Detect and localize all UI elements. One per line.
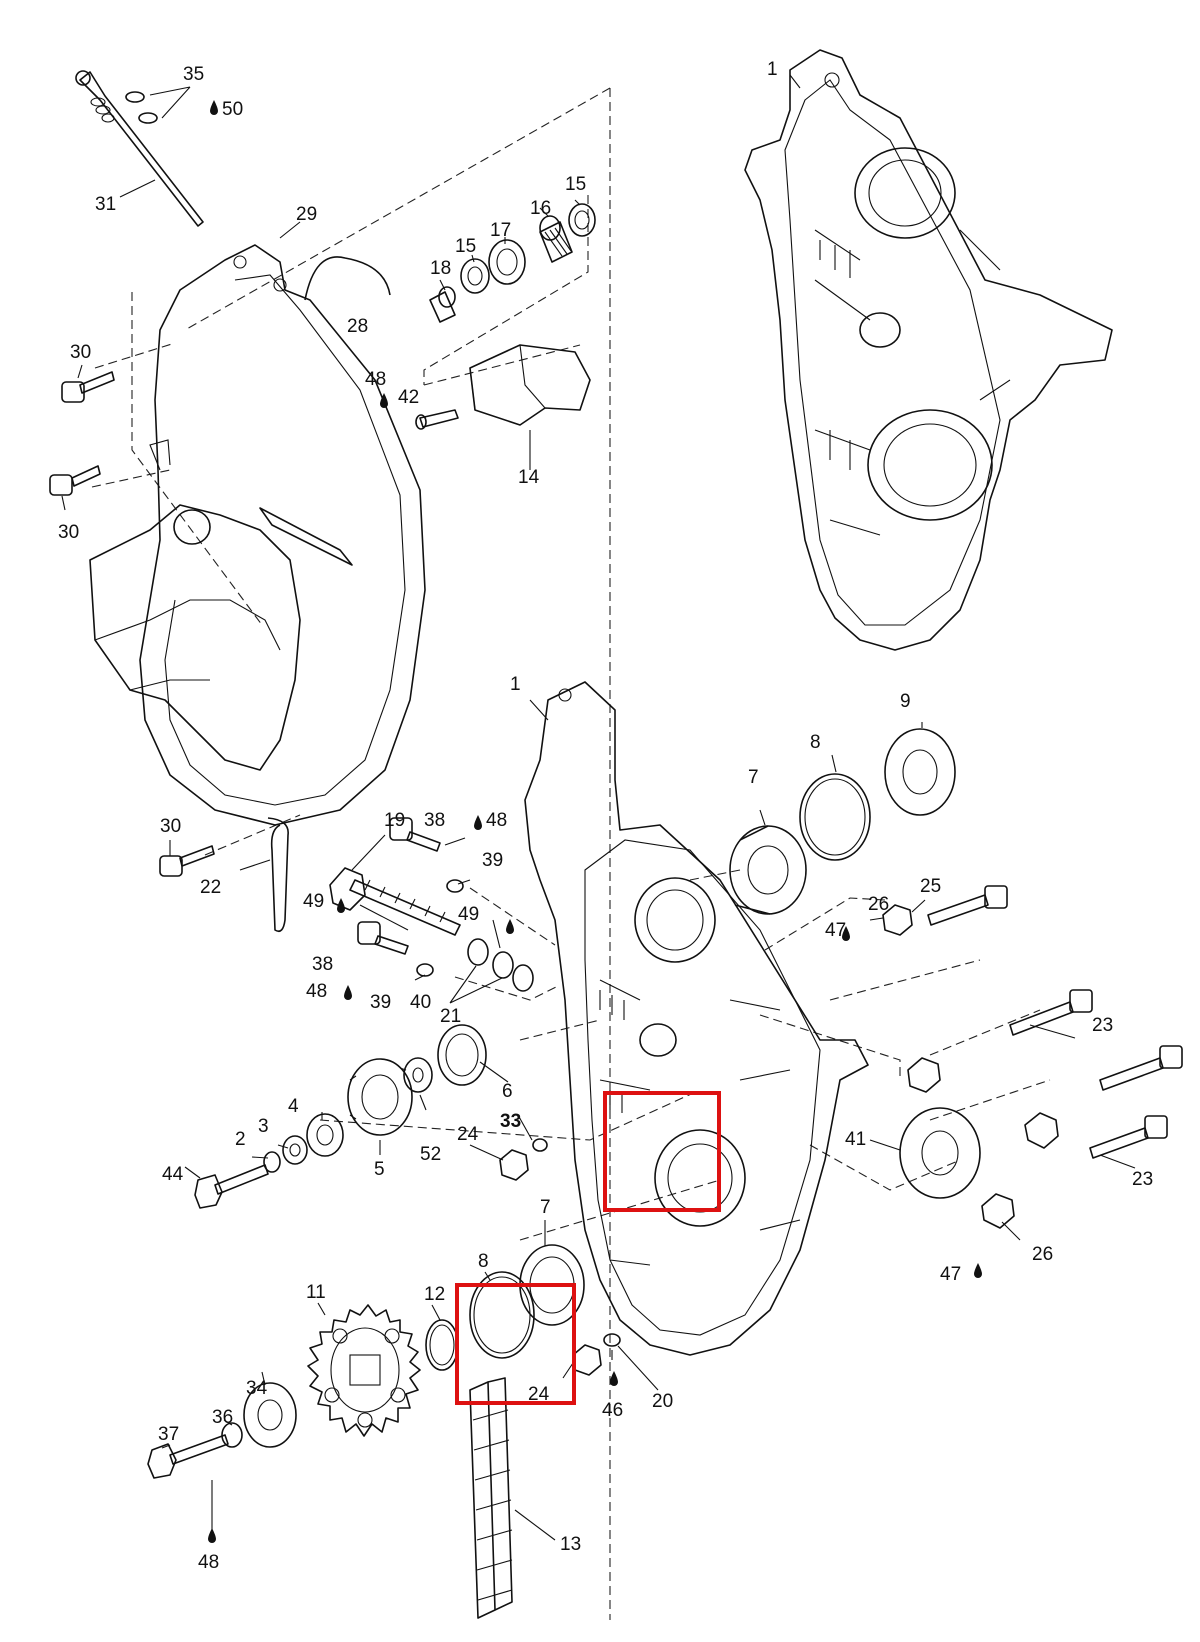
callout-19: 19: [384, 810, 405, 831]
sprocket-stack-upper: [194, 1024, 548, 1209]
callout-14: 14: [518, 467, 540, 488]
callout-30: 30: [160, 816, 181, 837]
oil-drop-icon: [474, 815, 482, 830]
callout-37: 37: [158, 1424, 179, 1445]
oil-drop-icon: [344, 985, 352, 1000]
callout-31: 31: [95, 194, 116, 215]
callout-26: 26: [1032, 1244, 1053, 1265]
callout-49: 49: [458, 904, 479, 925]
callout-44: 44: [162, 1164, 184, 1185]
callout-25: 25: [920, 876, 941, 897]
chaincase-housing-main: [524, 681, 869, 1356]
callout-47: 47: [825, 920, 846, 941]
callout-41: 41: [845, 1129, 866, 1150]
hairpin-clip: [267, 817, 289, 933]
callout-8: 8: [810, 732, 821, 753]
callout-38: 38: [312, 954, 333, 975]
callout-22: 22: [200, 877, 221, 898]
right-bearing-group: [729, 728, 956, 915]
oil-drop-icon: [210, 100, 218, 115]
callout-23: 23: [1092, 1015, 1113, 1036]
callout-5: 5: [374, 1159, 385, 1180]
tensioner-rod: [75, 70, 204, 227]
callout-7: 7: [748, 767, 759, 788]
callout-46: 46: [602, 1400, 623, 1421]
callout-15: 15: [455, 236, 476, 257]
tensioner-block: [415, 344, 591, 430]
callout-16: 16: [530, 198, 551, 219]
callout-35: 35: [183, 64, 204, 85]
callout-17: 17: [490, 220, 511, 241]
oil-drop-icon: [842, 926, 850, 941]
callout-2: 2: [235, 1129, 246, 1150]
callout-8: 8: [478, 1251, 489, 1272]
highlight-boxes: [455, 1091, 721, 1405]
drive-chain: [469, 1377, 513, 1619]
drive-sprocket: [307, 1304, 421, 1437]
callout-7: 7: [540, 1197, 551, 1218]
callout-24: 24: [528, 1384, 550, 1405]
callout-1: 1: [510, 674, 521, 695]
callout-49: 49: [303, 891, 324, 912]
callout-labels: 1 1 35 50 31 29 28 18 15 17 16 15 30 30 …: [58, 59, 1153, 1573]
callout-36: 36: [212, 1407, 233, 1428]
callout-50: 50: [222, 99, 243, 120]
callout-12: 12: [424, 1284, 445, 1305]
callout-21: 21: [440, 1006, 461, 1027]
callout-39: 39: [370, 992, 391, 1013]
highlight-box-upper: [603, 1091, 721, 1212]
right-bolts: [882, 885, 1183, 1229]
callout-34: 34: [246, 1378, 268, 1399]
top-bearings: [429, 203, 596, 323]
callout-48: 48: [306, 981, 327, 1002]
chaincase-housing-top: [744, 49, 1113, 651]
chaincase-cover: [89, 244, 426, 826]
callout-47: 47: [940, 1264, 961, 1285]
callout-48: 48: [486, 810, 507, 831]
oil-drop-icon: [974, 1263, 982, 1278]
oil-drop-icon: [610, 1371, 618, 1386]
highlight-box-lower: [455, 1283, 576, 1405]
cover-bolts: [49, 371, 215, 877]
callout-18: 18: [430, 258, 451, 279]
leader-lines: [61, 74, 1136, 1541]
callout-23: 23: [1132, 1169, 1153, 1190]
callout-15: 15: [565, 174, 586, 195]
oil-drop-icon: [380, 393, 388, 408]
callout-1: 1: [767, 59, 778, 80]
callout-9: 9: [900, 691, 911, 712]
oil-drop-icons: [208, 100, 982, 1543]
callout-30: 30: [58, 522, 79, 543]
callout-3: 3: [258, 1116, 269, 1137]
callout-13: 13: [560, 1534, 581, 1555]
callout-24: 24: [457, 1124, 479, 1145]
callout-40: 40: [410, 992, 431, 1013]
callout-52: 52: [420, 1144, 441, 1165]
callout-38: 38: [424, 810, 445, 831]
oil-drop-icon: [208, 1528, 216, 1543]
callout-42: 42: [398, 387, 419, 408]
alignment-lines: [91, 87, 1051, 1620]
callout-6: 6: [502, 1081, 513, 1102]
callout-33: 33: [500, 1111, 521, 1132]
callout-30: 30: [70, 342, 91, 363]
oil-drop-icon: [506, 919, 514, 934]
callout-48: 48: [198, 1552, 219, 1573]
callout-29: 29: [296, 204, 317, 225]
oil-drop-icon: [337, 898, 345, 913]
callout-26: 26: [868, 894, 889, 915]
callout-28: 28: [347, 316, 368, 337]
callout-20: 20: [652, 1391, 673, 1412]
callout-48: 48: [365, 369, 386, 390]
seal-cord: [304, 256, 391, 301]
idler-bolt-group: [329, 817, 534, 992]
lower-bolt-group: [147, 1382, 297, 1479]
callout-11: 11: [306, 1282, 326, 1303]
callout-39: 39: [482, 850, 503, 871]
callout-4: 4: [288, 1096, 299, 1117]
